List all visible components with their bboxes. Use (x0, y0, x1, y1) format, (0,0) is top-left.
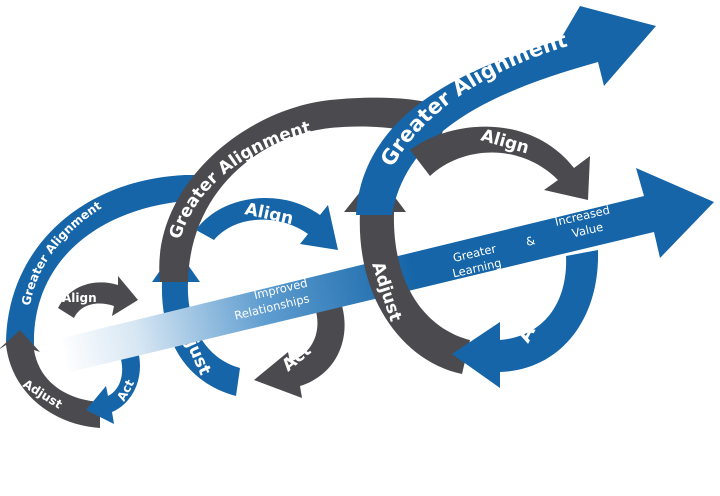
svg-text:Value: Value (571, 220, 605, 241)
loop1-align-band (58, 276, 138, 318)
loop3-greater-alignment-band (356, 6, 656, 215)
loop1-align-label: Align (62, 291, 97, 305)
loop-3: Greater Alignment Align Adjust Act (344, 6, 656, 388)
loop2-greater-alignment-band (159, 97, 450, 282)
loop2-align-band (196, 197, 338, 250)
loop1-adjust-band (0, 330, 100, 428)
loop1-greater-alignment-band (6, 175, 198, 345)
loop3-align-band (410, 126, 590, 200)
loop2-adjust-band (152, 248, 240, 396)
loop3-adjust-band (344, 172, 470, 374)
loop3-act-band (452, 250, 599, 388)
loop2-act-band (254, 290, 345, 398)
ampersand-label: & (525, 233, 537, 249)
